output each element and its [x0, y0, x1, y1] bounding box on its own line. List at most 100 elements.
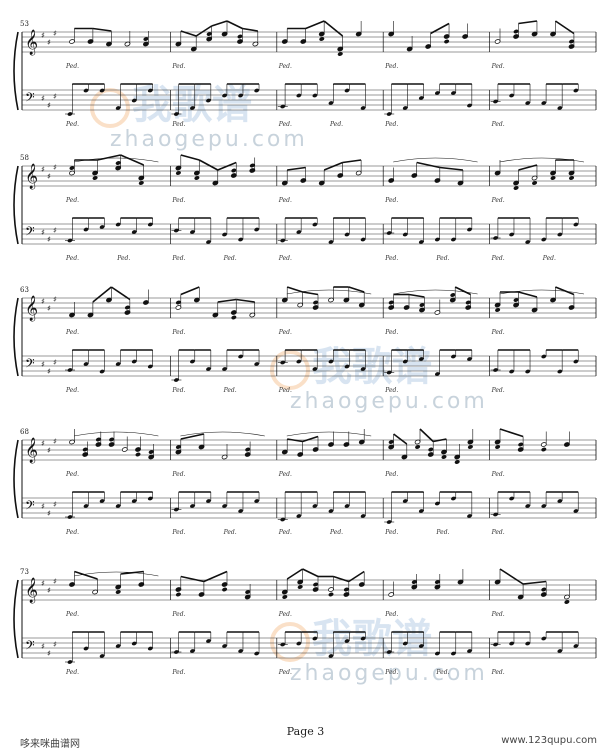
note-head [557, 106, 563, 110]
note-head [92, 176, 98, 180]
system-1: 53𝄞𝄢♯♯♯♯♯♯Ped.Ped.Ped.Ped.Ped.Ped.Ped.Pe… [13, 20, 597, 128]
note-head [418, 357, 424, 361]
pedal-mark: Ped. [384, 63, 398, 70]
pedal-mark: Ped. [491, 329, 505, 336]
note-head [147, 364, 153, 369]
brace [13, 165, 19, 245]
beam [348, 570, 365, 583]
note-head [115, 644, 121, 648]
note-head [441, 455, 447, 459]
note-head [190, 649, 195, 653]
pedal-mark: Ped. [278, 255, 292, 262]
sharp-icon: ♯ [41, 642, 45, 651]
note-head [564, 600, 570, 604]
pedal-mark: Ped. [491, 255, 505, 262]
sharp-icon: ♯ [41, 228, 45, 237]
beam [408, 293, 425, 298]
note-head [513, 298, 519, 302]
note-head [418, 644, 424, 648]
note-head [175, 171, 181, 175]
note-head [465, 300, 471, 305]
note-head [99, 225, 105, 229]
slur [393, 289, 478, 295]
pedal-mark: Ped. [278, 329, 292, 336]
note-head [115, 222, 121, 227]
note-head [115, 504, 121, 508]
note-head [451, 354, 456, 359]
note-head [297, 585, 303, 589]
note-head [451, 496, 456, 501]
note-head [344, 364, 350, 369]
note-head [450, 293, 456, 297]
pedal-mark: Ped. [171, 611, 185, 618]
note-head [296, 359, 302, 364]
treble-clef-icon: 𝄞 [25, 163, 38, 189]
note-head [147, 646, 153, 651]
brace [13, 579, 19, 659]
beam [419, 428, 434, 443]
note-head [525, 240, 531, 244]
pedal-mark: Ped. [278, 387, 292, 394]
sharp-icon: ♯ [47, 101, 51, 110]
pedal-mark: Ped. [65, 669, 79, 676]
sharp-icon: ♯ [53, 500, 57, 509]
pedal-mark: Ped. [171, 121, 185, 128]
note-head [360, 514, 366, 518]
note-head [148, 450, 154, 454]
beam [439, 166, 463, 171]
note-head [513, 186, 519, 190]
pedal-mark: Ped. [278, 471, 292, 478]
beam [305, 20, 325, 30]
note-head [328, 592, 334, 597]
pedal-mark: Ped. [223, 387, 237, 394]
note-head [190, 504, 195, 508]
note-head [143, 37, 149, 41]
pedal-mark: Ped. [65, 529, 79, 536]
beam [287, 166, 306, 171]
sharp-icon: ♯ [53, 92, 57, 101]
note-head [573, 88, 579, 93]
sharp-icon: ♯ [47, 649, 51, 658]
note-head [344, 504, 350, 508]
pedal-mark: Ped. [171, 669, 185, 676]
bass-clef-icon: 𝄢 [25, 90, 35, 108]
slur [393, 157, 478, 163]
watermark-cn: 我歌谱 [312, 344, 432, 390]
pedal-mark: Ped. [491, 63, 505, 70]
pedal-mark: Ped. [384, 197, 398, 204]
note-head [222, 587, 228, 592]
note-head [525, 641, 531, 646]
note-head [312, 504, 318, 508]
note-head [402, 641, 408, 646]
note-head [99, 369, 105, 374]
beam [286, 286, 303, 293]
page-number: Page 3 [286, 725, 325, 738]
note-head [451, 651, 456, 656]
note-head [428, 447, 434, 452]
note-head [343, 587, 349, 592]
note-head [360, 367, 366, 371]
beam [203, 570, 228, 583]
bass-clef-icon: 𝄢 [25, 638, 35, 656]
note-head [418, 96, 424, 100]
note-head [83, 88, 89, 93]
beam [302, 435, 319, 443]
note-head [206, 499, 211, 503]
note-head [434, 651, 440, 656]
note-head [550, 176, 556, 180]
note-head [95, 437, 101, 442]
note-head [99, 499, 105, 503]
note-head [190, 230, 195, 234]
note-head [83, 504, 89, 508]
note-head [360, 237, 366, 242]
note-head [238, 237, 244, 242]
pedal-mark: Ped. [171, 387, 185, 394]
pedal-mark: Ped. [384, 669, 398, 676]
note-head [147, 88, 153, 93]
note-head [402, 499, 408, 503]
note-head [328, 101, 334, 105]
beam [416, 161, 440, 169]
beam [217, 298, 237, 303]
note-head [467, 103, 472, 108]
sharp-icon: ♯ [47, 38, 51, 47]
